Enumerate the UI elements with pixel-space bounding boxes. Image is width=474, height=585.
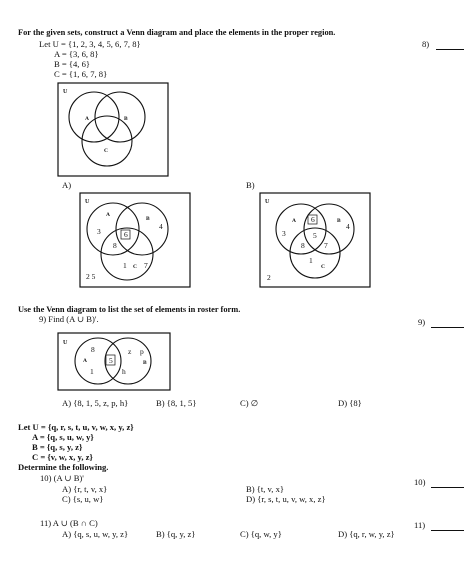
q10-answer-label: 10) [414, 477, 426, 487]
circle-b [303, 203, 355, 255]
q10-prompt: 10) (A ∪ B)' [40, 473, 84, 483]
element-3: 3 [282, 229, 286, 238]
universal-rect [259, 192, 371, 288]
outside-elements: 2 [267, 273, 271, 282]
element-7: 7 [144, 261, 148, 270]
q10-choice-a[interactable]: A) {r, t, v, x} [62, 484, 108, 494]
q9-choice-a[interactable]: A) {8, 1, 5, z, p, h} [62, 398, 129, 408]
label-a: A [83, 358, 87, 364]
q8-set-a: A = {3, 6, 8} [54, 49, 99, 59]
q10-choice-c[interactable]: C) {s, u, w} [62, 494, 104, 504]
circle-c [81, 115, 133, 167]
q10-answer-blank[interactable] [431, 478, 464, 488]
circle-c [100, 227, 154, 281]
element-6: 6 [124, 230, 128, 239]
label-a: A [292, 218, 296, 224]
element-3: 3 [97, 227, 101, 236]
universal-label: U [85, 199, 90, 205]
q11-choice-c[interactable]: C) {q, w, y} [240, 529, 282, 539]
q9-choice-d[interactable]: D) {8} [338, 398, 362, 408]
element-5-box [105, 354, 116, 366]
q11-choice-d[interactable]: D) {q, r, w, y, z} [338, 529, 395, 539]
determine-heading: Determine the following. [18, 462, 109, 472]
universal-label: U [63, 89, 68, 95]
q11-choice-b[interactable]: B) {q, y, z} [156, 529, 196, 539]
label-b: B [124, 116, 128, 122]
element-8: 8 [301, 241, 305, 250]
q11-answer-label: 11) [414, 520, 426, 530]
q9-choice-b[interactable]: B) {8, 1, 5} [156, 398, 197, 408]
circle-a [275, 203, 327, 255]
label-a: A [85, 116, 89, 122]
q10-choice-b[interactable]: B) {t, v, x} [246, 484, 285, 494]
q8-set-c: C = {1, 6, 7, 8} [54, 69, 108, 79]
q10-choice-d[interactable]: D) {r, s, t, u, v, w, x, z} [246, 494, 326, 504]
universal-rect [79, 192, 191, 288]
q11-answer-blank[interactable] [431, 521, 464, 531]
label-a: A [106, 212, 110, 218]
q8-set-u: Let U = {1, 2, 3, 4, 5, 6, 7, 8} [39, 39, 141, 49]
set-def-a: A = {q, s, u, w, y} [32, 432, 94, 442]
element-4: 4 [159, 222, 163, 231]
universal-label: U [265, 199, 270, 205]
label-b: B [146, 216, 150, 222]
set-def-c: C = {v, w, x, y, z} [32, 452, 93, 462]
element-6: 6 [311, 215, 315, 224]
universal-label: U [63, 340, 68, 346]
element-7: 7 [324, 241, 328, 250]
circle-b [115, 202, 169, 256]
instruction-roster: Use the Venn diagram to list the set of … [18, 305, 241, 314]
universal-rect [57, 332, 171, 391]
circle-a [74, 337, 122, 385]
label-c: C [321, 264, 325, 270]
label-b: B [143, 360, 147, 366]
element-5: 5 [109, 356, 113, 365]
circle-c [289, 227, 341, 279]
label-c: C [133, 264, 137, 270]
q9-prompt: 9) Find (A ∪ B)'. [39, 314, 99, 324]
q9-choice-c[interactable]: C) ∅ [240, 398, 259, 408]
q9-answer-label: 9) [418, 317, 426, 327]
circle-b [104, 337, 152, 385]
q9-answer-blank[interactable] [431, 318, 464, 328]
q11-choice-a[interactable]: A) {q, s, u, w, y, z} [62, 529, 129, 539]
element-1: 1 [123, 261, 127, 270]
element-4: 4 [346, 222, 350, 231]
label-c: C [104, 148, 108, 154]
q8-answer-blank[interactable] [436, 40, 464, 50]
element-z: z [128, 347, 132, 356]
element-p: p [140, 347, 144, 356]
q8-answer-label: 8) [422, 39, 430, 49]
circle-a [68, 91, 120, 143]
element-8: 8 [91, 345, 95, 354]
q8-option-a-label[interactable]: A) [62, 180, 72, 190]
q11-prompt: 11) A ∪ (B ∩ C) [40, 518, 98, 528]
element-5: 5 [313, 231, 317, 240]
q8-option-b-label[interactable]: B) [246, 180, 255, 190]
set-def-b: B = {q, s, y, z} [32, 442, 83, 452]
label-b: B [337, 218, 341, 224]
set-def-u: Let U = {q, r, s, t, u, v, w, x, y, z} [18, 422, 134, 432]
element-6-box [120, 229, 131, 240]
element-1: 1 [90, 367, 94, 376]
outside-elements: 2 5 [86, 272, 96, 281]
q8-set-b: B = {4, 6} [54, 59, 91, 69]
circle-a [86, 202, 140, 256]
element-8: 8 [113, 241, 117, 250]
circle-b [94, 91, 146, 143]
instruction-venn: For the given sets, construct a Venn dia… [18, 28, 336, 37]
element-h: h [122, 367, 126, 376]
element-1: 1 [309, 256, 313, 265]
element-6-box [307, 214, 318, 225]
universal-rect [57, 82, 169, 177]
